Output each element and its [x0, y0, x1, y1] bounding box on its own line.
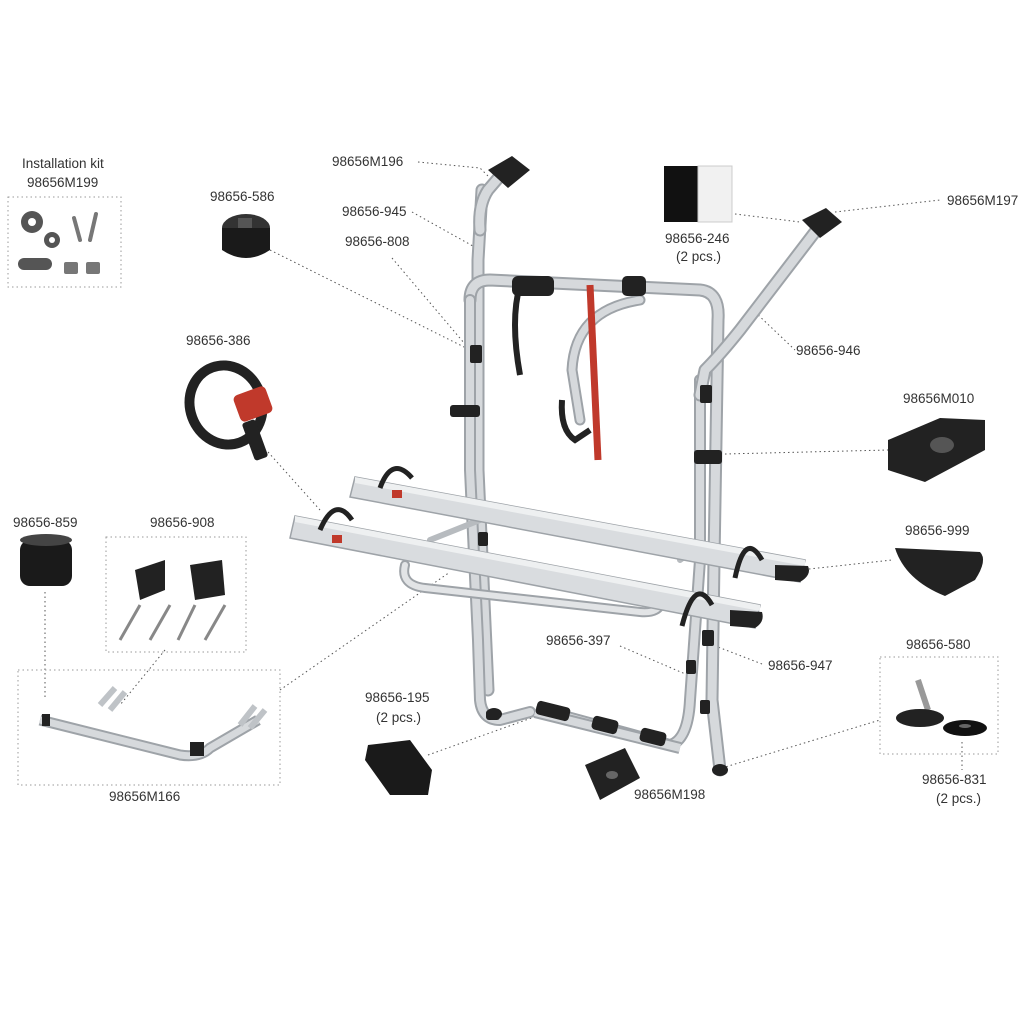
part-label-m010: 98656M010 [903, 391, 975, 406]
foot-icon [896, 679, 987, 736]
part-label-m166: 98656M166 [109, 789, 181, 804]
top-bracket-right [802, 208, 842, 238]
part-label-195-qty: (2 pcs.) [376, 710, 422, 725]
part-label-195: 98656-195 [365, 690, 430, 705]
nut-icon [64, 262, 100, 274]
part-label-808: 98656-808 [345, 234, 410, 249]
pad-icon [664, 165, 733, 223]
clamp-icon-m198 [585, 748, 640, 800]
leader-lines [44, 161, 963, 781]
part-label-m197: 98656M197 [947, 193, 1019, 208]
part-label-831: 98656-831 [922, 772, 987, 787]
strap-icon [184, 360, 273, 461]
sleeve-icon-195 [365, 740, 432, 795]
part-label-999: 98656-999 [905, 523, 970, 538]
part-label-586: 98656-586 [210, 189, 275, 204]
installation-kit-title: Installation kit [22, 156, 104, 171]
chain-icon [18, 258, 52, 270]
part-label-386: 98656-386 [186, 333, 251, 348]
part-label-859: 98656-859 [13, 515, 78, 530]
part-label-908: 98656-908 [150, 515, 215, 530]
cap-icon [895, 548, 984, 596]
part-label-m198: 98656M198 [634, 787, 706, 802]
part-label-945: 98656-945 [342, 204, 407, 219]
clamp-icon [888, 418, 985, 482]
part-label-831-qty: (2 pcs.) [936, 791, 982, 806]
frame-clamps [450, 345, 728, 776]
part-label-397: 98656-397 [546, 633, 611, 648]
lower-bar [533, 700, 682, 754]
rivet-icon [118, 560, 227, 641]
lower-support-bar [38, 686, 268, 762]
part-label-m196: 98656M196 [332, 154, 404, 169]
part-label-580: 98656-580 [906, 637, 971, 652]
part-label-246-qty: (2 pcs.) [676, 249, 722, 264]
part-label-246: 98656-246 [665, 231, 730, 246]
sleeve-icon [20, 534, 72, 586]
rack-frame [399, 169, 825, 777]
kit-box-908 [105, 536, 247, 653]
top-bracket-left [488, 156, 530, 188]
kit-box-580 [879, 656, 999, 755]
holder-icon [222, 214, 270, 258]
part-label-947: 98656-947 [768, 658, 833, 673]
installation-kit-code: 98656M199 [27, 175, 99, 190]
part-label-946: 98656-946 [796, 343, 861, 358]
frame-holders [512, 276, 646, 461]
gear-icon [21, 211, 60, 248]
installation-kit-box [7, 196, 122, 288]
bike-rails [289, 466, 809, 629]
screw-icon [72, 212, 98, 242]
kit-box-m166 [17, 669, 281, 786]
